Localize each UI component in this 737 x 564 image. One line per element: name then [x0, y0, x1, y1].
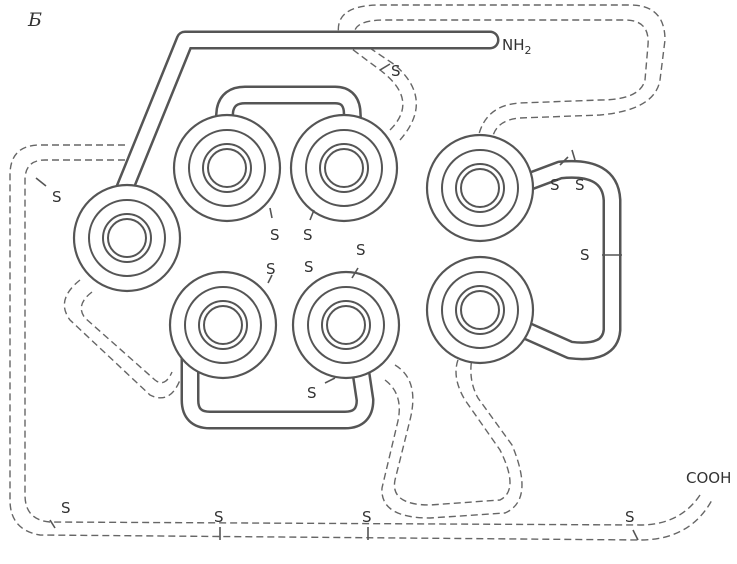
ring-7 [425, 255, 535, 365]
s-label: S [303, 226, 313, 244]
dashed-outer-loop-inner [24, 159, 701, 526]
bond-ticks [35, 63, 639, 541]
ring-1 [72, 183, 182, 293]
dashed-chain [9, 4, 713, 541]
dashed-left-loop [63, 279, 181, 399]
n-terminus-text: NH [502, 36, 525, 54]
n-terminus-subscript: 2 [525, 44, 532, 57]
ring-3 [289, 113, 399, 223]
ring-5 [291, 270, 401, 380]
s-label: S [356, 241, 366, 259]
s-label: S [214, 508, 224, 526]
s-label: S [307, 384, 317, 402]
dashed-left-loop-inner [80, 291, 173, 384]
s-label: S [362, 508, 372, 526]
s-label: S [270, 226, 280, 244]
solid-chain-tube-inner [113, 33, 619, 427]
dashed-top-loop [337, 4, 666, 141]
s-label: S [575, 176, 585, 194]
ring-6 [425, 133, 535, 243]
dashed-bottom-loop-inner [381, 357, 523, 519]
dashed-bottom-loop [393, 354, 511, 506]
n-terminus-label: NH2 [502, 36, 532, 57]
s-label: S [266, 260, 276, 278]
labels: Б NH2 COOH S S S S S S S S S S S S S S S [27, 9, 731, 526]
dashed-top-loop-inner [353, 19, 649, 141]
c-terminus-label: COOH [686, 469, 731, 487]
dashed-outer-loop [9, 144, 713, 541]
s-label: S [52, 188, 62, 206]
ring-2 [172, 113, 282, 223]
rings [72, 113, 535, 380]
s-label: S [304, 258, 314, 276]
solid-chain [110, 30, 622, 430]
s-label: S [391, 62, 401, 80]
s-label: S [580, 246, 590, 264]
ring-4 [168, 270, 278, 380]
s-label: S [550, 176, 560, 194]
panel-label: Б [27, 9, 42, 31]
s-label: S [625, 508, 635, 526]
s-label: S [61, 499, 71, 517]
